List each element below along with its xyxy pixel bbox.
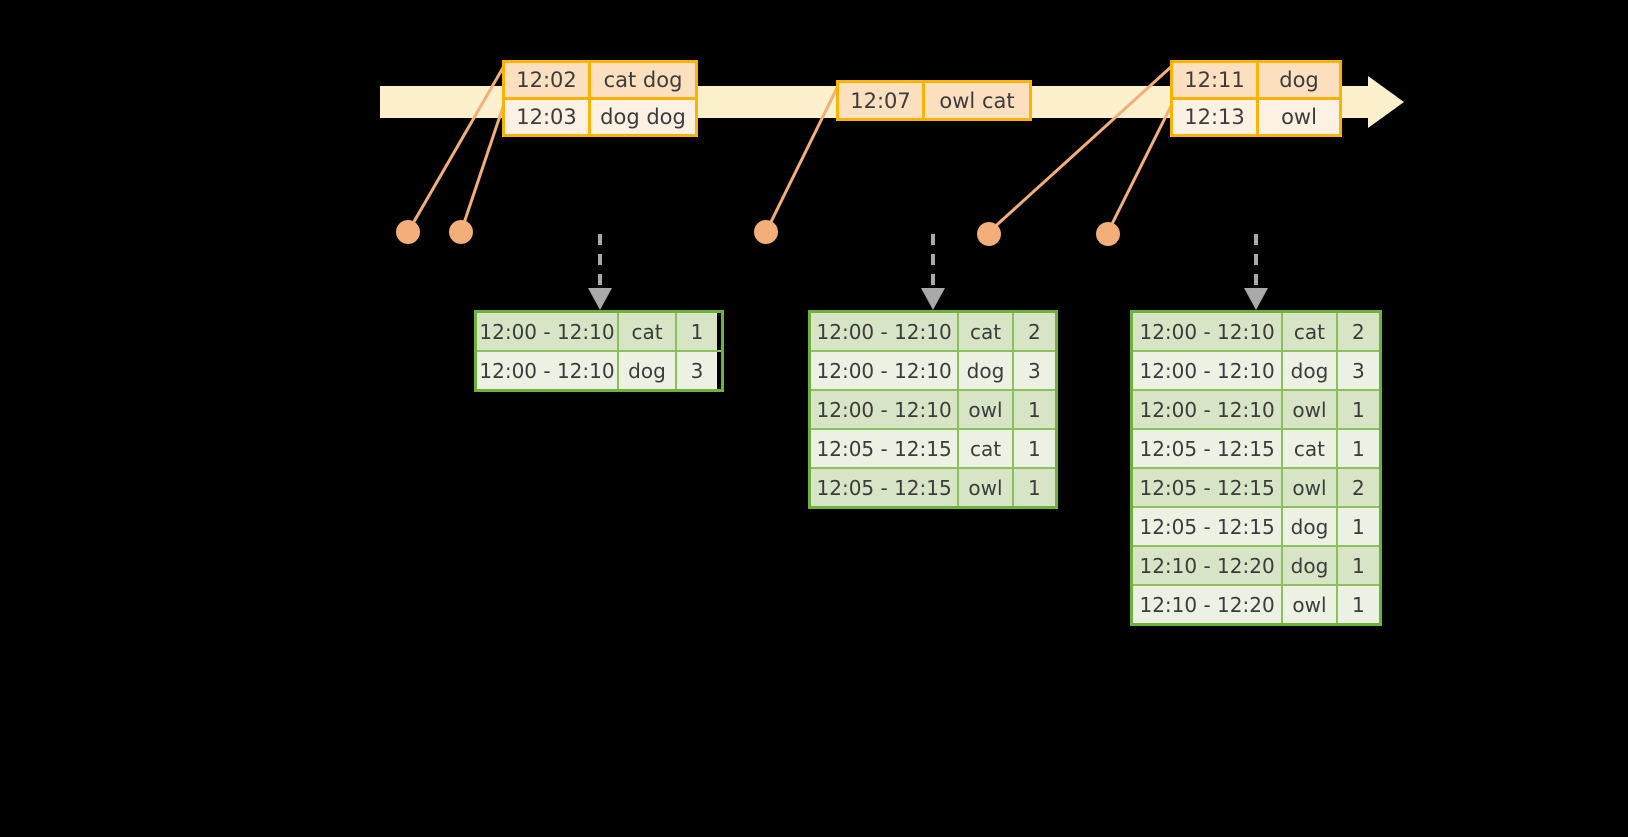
- right-event-group[interactable]: 12:11 dog 12:13 owl: [1170, 60, 1342, 137]
- window-cell: 12:05 - 12:15: [811, 469, 960, 506]
- window-cell: 12:05 - 12:15: [1133, 430, 1284, 467]
- event-row[interactable]: 12:11 dog: [1173, 63, 1339, 97]
- count-cell: 1: [677, 313, 717, 350]
- window-cell: 12:00 - 12:10: [477, 352, 619, 389]
- count-cell: 1: [1337, 586, 1379, 623]
- connector-line-2: [459, 103, 506, 233]
- event-time: 12:02: [505, 63, 591, 97]
- key-cell: dog: [1283, 547, 1338, 584]
- key-cell: owl: [959, 391, 1014, 428]
- window-cell: 12:05 - 12:15: [1133, 508, 1284, 545]
- key-cell: owl: [1283, 469, 1338, 506]
- key-cell: dog: [1283, 352, 1338, 389]
- event-time: 12:07: [839, 83, 925, 118]
- left-event-group[interactable]: 12:02 cat dog 12:03 dog dog: [502, 60, 698, 137]
- count-cell: 1: [1337, 547, 1379, 584]
- window-cell: 12:00 - 12:10: [477, 313, 619, 350]
- event-time: 12:13: [1173, 100, 1259, 134]
- event-dot-3[interactable]: [754, 220, 778, 244]
- dashed-arrow-left-head: [588, 288, 612, 310]
- window-cell: 12:00 - 12:10: [811, 391, 960, 428]
- window-cell: 12:05 - 12:15: [1133, 469, 1284, 506]
- window-cell: 12:10 - 12:20: [1133, 586, 1284, 623]
- key-cell: owl: [959, 469, 1014, 506]
- key-cell: owl: [1283, 391, 1338, 428]
- window-cell: 12:00 - 12:10: [1133, 313, 1284, 350]
- count-cell: 1: [1013, 430, 1055, 467]
- event-words: cat dog: [591, 63, 695, 97]
- event-words: owl: [1259, 100, 1339, 134]
- key-cell: cat: [619, 313, 677, 350]
- window-cell: 12:00 - 12:10: [1133, 352, 1284, 389]
- connector-line-5: [1106, 103, 1174, 233]
- count-cell: 3: [677, 352, 717, 389]
- key-cell: dog: [959, 352, 1014, 389]
- count-cell: 1: [1013, 469, 1055, 506]
- count-cell: 2: [1013, 313, 1055, 350]
- window-cell: 12:05 - 12:15: [811, 430, 960, 467]
- count-cell: 2: [1337, 469, 1379, 506]
- middle-event-group[interactable]: 12:07 owl cat: [836, 80, 1032, 121]
- event-dot-4[interactable]: [977, 222, 1001, 246]
- key-cell: cat: [1283, 313, 1338, 350]
- dashed-arrow-right-head: [1244, 288, 1268, 310]
- event-words: dog: [1259, 63, 1339, 97]
- key-cell: cat: [959, 313, 1014, 350]
- event-words: owl cat: [925, 83, 1029, 118]
- event-row[interactable]: 12:02 cat dog: [505, 63, 695, 97]
- event-time: 12:03: [505, 100, 591, 134]
- count-cell: 1: [1013, 391, 1055, 428]
- count-cell: 3: [1013, 352, 1055, 389]
- key-cell: dog: [1283, 508, 1338, 545]
- count-cell: 3: [1337, 352, 1379, 389]
- key-cell: cat: [1283, 430, 1338, 467]
- event-dot-2[interactable]: [449, 220, 473, 244]
- event-row[interactable]: 12:03 dog dog: [505, 97, 695, 134]
- count-cell: 2: [1337, 313, 1379, 350]
- count-cell: 1: [1337, 508, 1379, 545]
- count-cell: 1: [1337, 430, 1379, 467]
- count-cell: 1: [1337, 391, 1379, 428]
- key-cell: dog: [619, 352, 677, 389]
- event-time: 12:11: [1173, 63, 1259, 97]
- event-row[interactable]: 12:13 owl: [1173, 97, 1339, 134]
- timeline-arrowhead: [1368, 76, 1404, 128]
- window-cell: 12:10 - 12:20: [1133, 547, 1284, 584]
- event-dot-1[interactable]: [396, 220, 420, 244]
- key-cell: owl: [1283, 586, 1338, 623]
- window-cell: 12:00 - 12:10: [811, 352, 960, 389]
- key-cell: cat: [959, 430, 1014, 467]
- window-cell: 12:00 - 12:10: [811, 313, 960, 350]
- event-dot-5[interactable]: [1096, 222, 1120, 246]
- event-words: dog dog: [591, 100, 695, 134]
- dashed-arrow-middle-head: [921, 288, 945, 310]
- event-row[interactable]: 12:07 owl cat: [839, 83, 1029, 118]
- window-cell: 12:00 - 12:10: [1133, 391, 1284, 428]
